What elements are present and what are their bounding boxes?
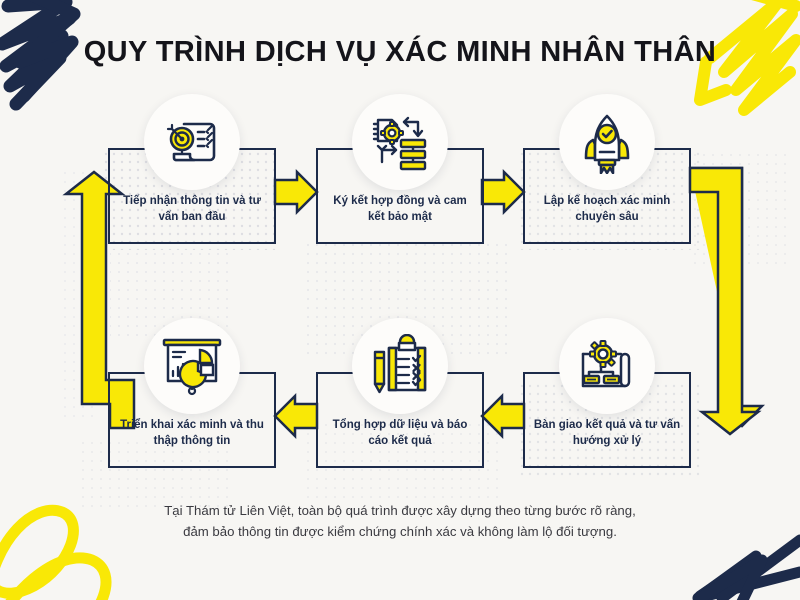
footer-line-2: đảm bảo thông tin được kiểm chứng chính …	[183, 524, 617, 540]
scribble-bottom-right-icon	[692, 534, 800, 600]
arrow-step5-to-step6-icon	[273, 392, 319, 440]
presentation-piechart-icon	[162, 338, 222, 396]
page-title: QUY TRÌNH DỊCH VỤ XÁC MINH NHÂN THÂN	[83, 36, 717, 68]
arrow-step3-to-step4-shape	[688, 166, 762, 436]
step-6-label: Triển khai xác minh và thu thập thông ti…	[120, 418, 264, 448]
spiral-bottom-left-icon	[0, 504, 112, 600]
step-6-icon-circle	[144, 318, 240, 414]
step-1-label: Tiếp nhận thông tin và tư vấn ban đầu	[123, 194, 261, 224]
target-checklist-icon	[166, 122, 216, 162]
blueprint-gear-chart-icon	[581, 340, 631, 388]
footer-line-1: Tại Thám tử Liên Việt, toàn bộ quá trình…	[164, 503, 636, 518]
step-4-label: Bàn giao kết quả và tư vấn hướng xử lý	[533, 418, 681, 448]
arrow-step4-to-step5-icon	[480, 392, 526, 440]
step-4-icon-circle	[559, 318, 655, 414]
document-gear-database-icon	[372, 116, 427, 171]
footer-note: Tại Thám tử Liên Việt, toàn bộ quá trình…	[100, 500, 700, 542]
step-5-label: Tổng hợp dữ liệu và báo cáo kết quả	[332, 418, 468, 448]
step-box-3[interactable]: Lập kế hoạch xác minh chuyên sâu	[523, 148, 691, 244]
clipboard-pencil-icon	[373, 334, 427, 394]
rocket-check-icon	[584, 114, 630, 174]
step-3-icon-circle	[559, 94, 655, 190]
step-5-icon-circle	[352, 318, 448, 414]
scribble-top-left-icon	[0, 0, 81, 111]
step-3-label: Lập kế hoạch xác minh chuyên sâu	[543, 194, 671, 224]
step-box-1[interactable]: Tiếp nhận thông tin và tư vấn ban đầu	[108, 148, 276, 244]
step-2-icon-circle	[352, 94, 448, 190]
scribble-top-right-icon	[694, 0, 800, 116]
step-1-icon-circle	[144, 94, 240, 190]
arrow-step1-to-step2-icon	[273, 168, 319, 216]
arrow-step2-to-step3-icon	[480, 168, 526, 216]
step-2-label: Ký kết hợp đồng và cam kết bảo mật	[333, 194, 467, 224]
